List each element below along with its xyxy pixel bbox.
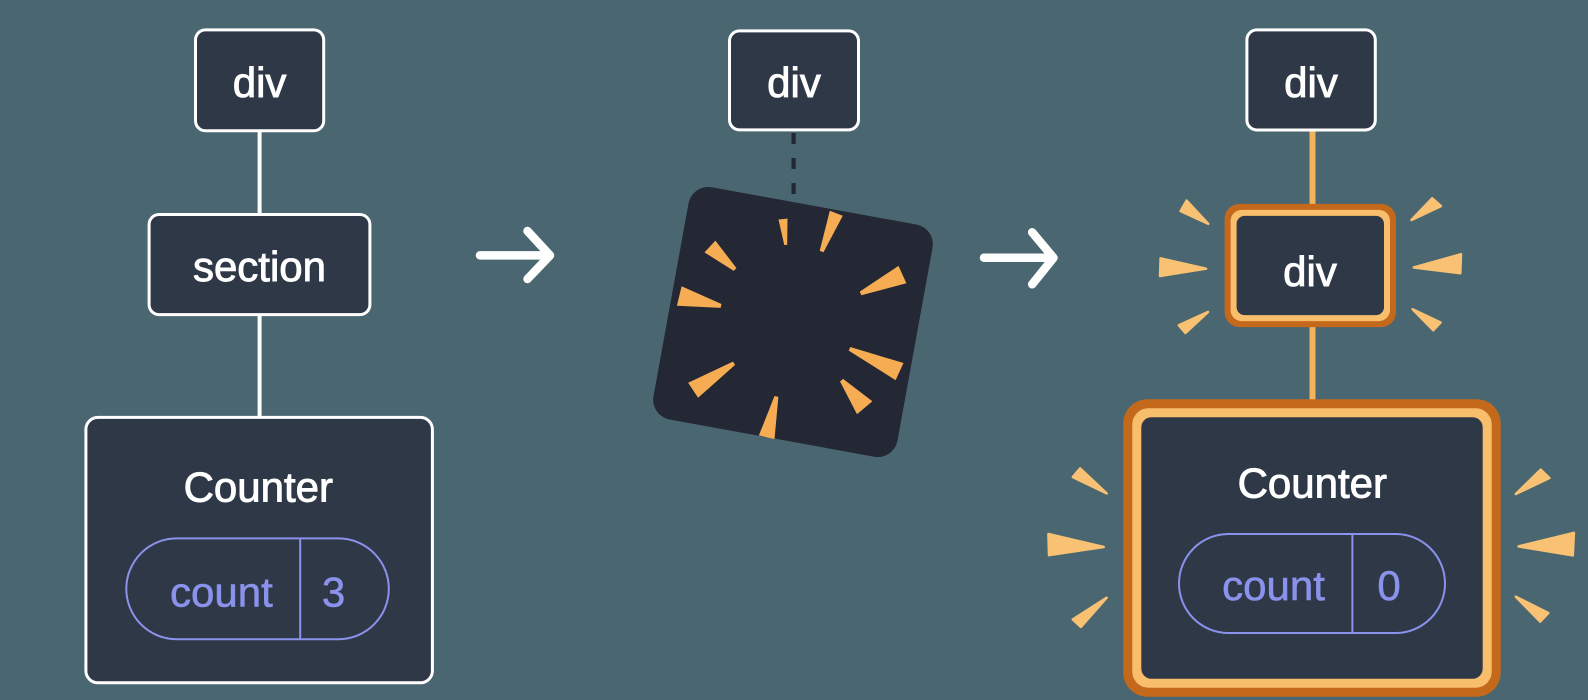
svg-text:div: div (1283, 248, 1337, 295)
svg-text:div: div (233, 59, 287, 106)
svg-text:count: count (170, 568, 273, 615)
svg-text:Counter: Counter (1238, 460, 1387, 507)
svg-text:section: section (193, 243, 326, 290)
svg-text:div: div (767, 59, 821, 106)
svg-text:3: 3 (322, 568, 345, 615)
svg-text:div: div (1284, 59, 1338, 106)
svg-text:count: count (1222, 562, 1325, 609)
svg-text:0: 0 (1377, 562, 1400, 609)
svg-text:Counter: Counter (184, 464, 333, 511)
